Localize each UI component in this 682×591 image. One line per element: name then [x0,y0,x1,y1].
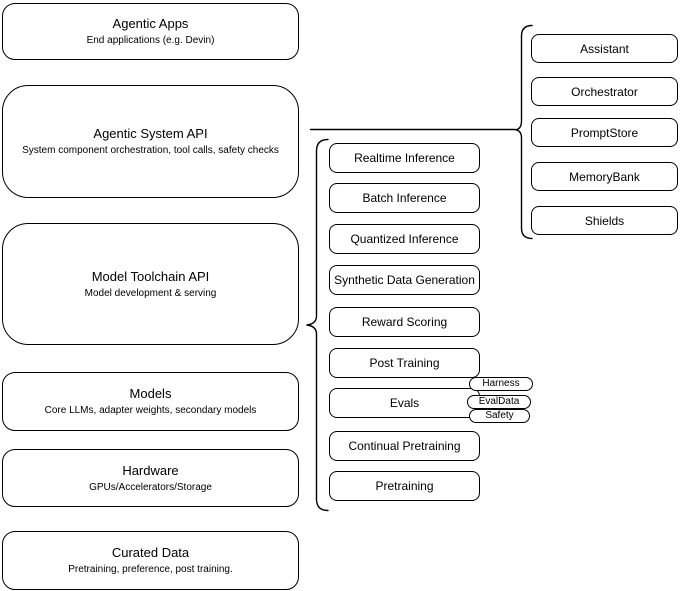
node-title: Models [129,386,172,401]
node-title: Model Toolchain API [91,268,210,284]
node-subtitle: Pretraining, preference, post training. [68,564,233,575]
node-label: Quantized Inference [350,232,459,246]
toolchain-item-quantized-inference[interactable]: Quantized Inference [329,224,480,254]
node-model-toolchain-api[interactable]: Model Toolchain API Model development & … [2,223,299,345]
node-label: Post Training [369,356,440,370]
toolchain-item-continual-pretraining[interactable]: Continual Pretraining [329,431,480,461]
node-curated-data[interactable]: Curated Data Pretraining, preference, po… [2,531,299,590]
node-label: Reward Scoring [361,315,448,329]
system-item-orchestrator[interactable]: Orchestrator [531,77,678,106]
node-label: Continual Pretraining [348,439,461,453]
node-title: Hardware [122,462,179,478]
node-subtitle: Model development & serving [84,287,217,299]
node-subtitle: Core LLMs, adapter weights, secondary mo… [44,405,257,416]
toolchain-item-batch-inference[interactable]: Batch Inference [329,183,480,213]
node-agentic-system-api[interactable]: Agentic System API System component orch… [2,85,299,198]
node-models[interactable]: Models Core LLMs, adapter weights, secon… [2,372,299,431]
node-label: Batch Inference [362,191,447,205]
system-item-shields[interactable]: Shields [531,206,678,235]
node-label: Shields [584,213,625,228]
pill-label: Harness [482,378,520,389]
eval-tag-safety[interactable]: Safety [469,409,530,423]
toolchain-item-pretraining[interactable]: Pretraining [329,471,480,501]
system-item-promptstore[interactable]: PromptStore [531,118,678,147]
node-subtitle: GPUs/Accelerators/Storage [89,481,212,493]
node-agentic-apps[interactable]: Agentic Apps End applications (e.g. Devi… [2,3,299,60]
toolchain-item-realtime-inference[interactable]: Realtime Inference [329,143,480,173]
pill-label: Safety [485,410,514,421]
node-label: Pretraining [375,479,434,493]
node-label: Assistant [580,41,629,56]
node-label: Synthetic Data Generation [334,273,475,287]
eval-tag-harness[interactable]: Harness [469,377,533,391]
node-label: Orchestrator [571,84,638,99]
node-title: Agentic Apps [112,16,189,31]
system-item-assistant[interactable]: Assistant [531,34,678,63]
node-subtitle: End applications (e.g. Devin) [86,35,215,46]
toolchain-item-evals[interactable]: Evals [329,388,480,418]
node-title: Curated Data [111,545,190,560]
node-label: MemoryBank [569,169,640,184]
eval-tag-evaldata[interactable]: EvalData [467,395,531,409]
right-group-brace [515,24,533,240]
pill-label: EvalData [478,396,520,407]
node-label: PromptStore [570,125,639,140]
toolchain-item-post-training[interactable]: Post Training [329,348,480,378]
node-subtitle: System component orchestration, tool cal… [22,145,279,156]
toolchain-item-synthetic-data-generation[interactable]: Synthetic Data Generation [329,265,480,295]
node-label: Realtime Inference [354,151,455,165]
system-item-memorybank[interactable]: MemoryBank [531,162,678,191]
toolchain-item-reward-scoring[interactable]: Reward Scoring [329,307,480,337]
node-hardware[interactable]: Hardware GPUs/Accelerators/Storage [2,449,299,507]
node-title: Agentic System API [93,126,208,141]
middle-group-brace [306,138,329,512]
node-label: Evals [389,396,420,410]
